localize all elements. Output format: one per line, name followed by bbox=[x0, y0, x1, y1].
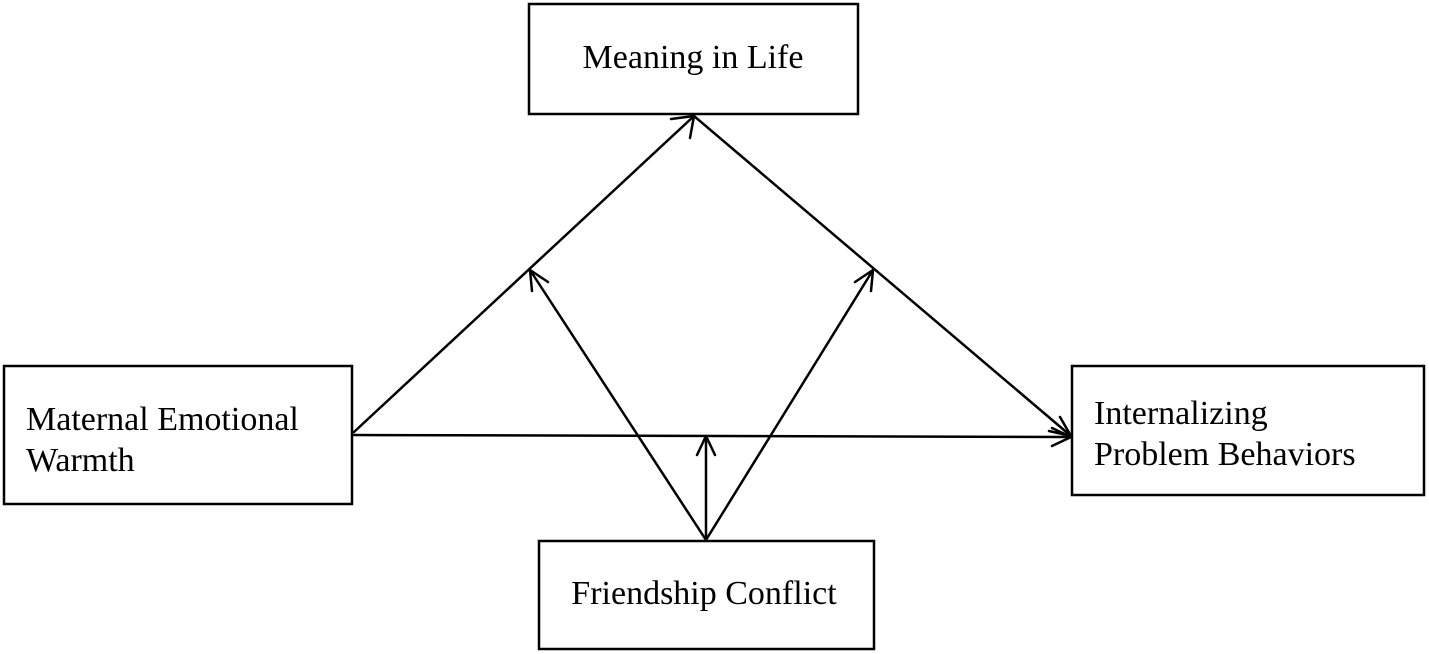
edge-meaning-to-internalizing bbox=[692, 114, 1073, 438]
arrowhead-a-path-moderation bbox=[528, 268, 550, 293]
arrowhead-b-path-moderation bbox=[853, 268, 875, 293]
node-maternal-warmth: Maternal Emotional Warmth bbox=[2, 364, 354, 506]
arrowhead-direct-path-moderation bbox=[695, 434, 717, 457]
node-internalizing: Internalizing Problem Behaviors bbox=[1070, 364, 1426, 497]
node-maternal-warmth-box bbox=[2, 364, 354, 506]
node-friendship-conflict-label: Friendship Conflict bbox=[571, 575, 837, 612]
edge-warmth-to-internalizing bbox=[350, 433, 1073, 439]
edge-conflict-moderates-b-path bbox=[704, 268, 875, 542]
node-meaning-in-life-box bbox=[527, 2, 860, 116]
edges bbox=[350, 114, 1073, 542]
node-meaning-in-life-label: Meaning in Life bbox=[583, 39, 804, 76]
node-internalizing-label-line2: Problem Behaviors bbox=[1094, 436, 1356, 473]
node-internalizing-label-line1: Internalizing bbox=[1094, 395, 1268, 432]
node-friendship-conflict: Friendship Conflict bbox=[537, 539, 876, 651]
node-maternal-warmth-label-line2: Warmth bbox=[26, 442, 135, 479]
edge-conflict-moderates-a-path bbox=[528, 268, 708, 542]
node-maternal-warmth-label-line1: Maternal Emotional bbox=[26, 401, 299, 438]
node-friendship-conflict-box bbox=[537, 539, 876, 651]
edge-warmth-to-meaning bbox=[352, 114, 696, 434]
node-meaning-in-life: Meaning in Life bbox=[527, 2, 860, 116]
node-internalizing-box bbox=[1070, 364, 1426, 497]
